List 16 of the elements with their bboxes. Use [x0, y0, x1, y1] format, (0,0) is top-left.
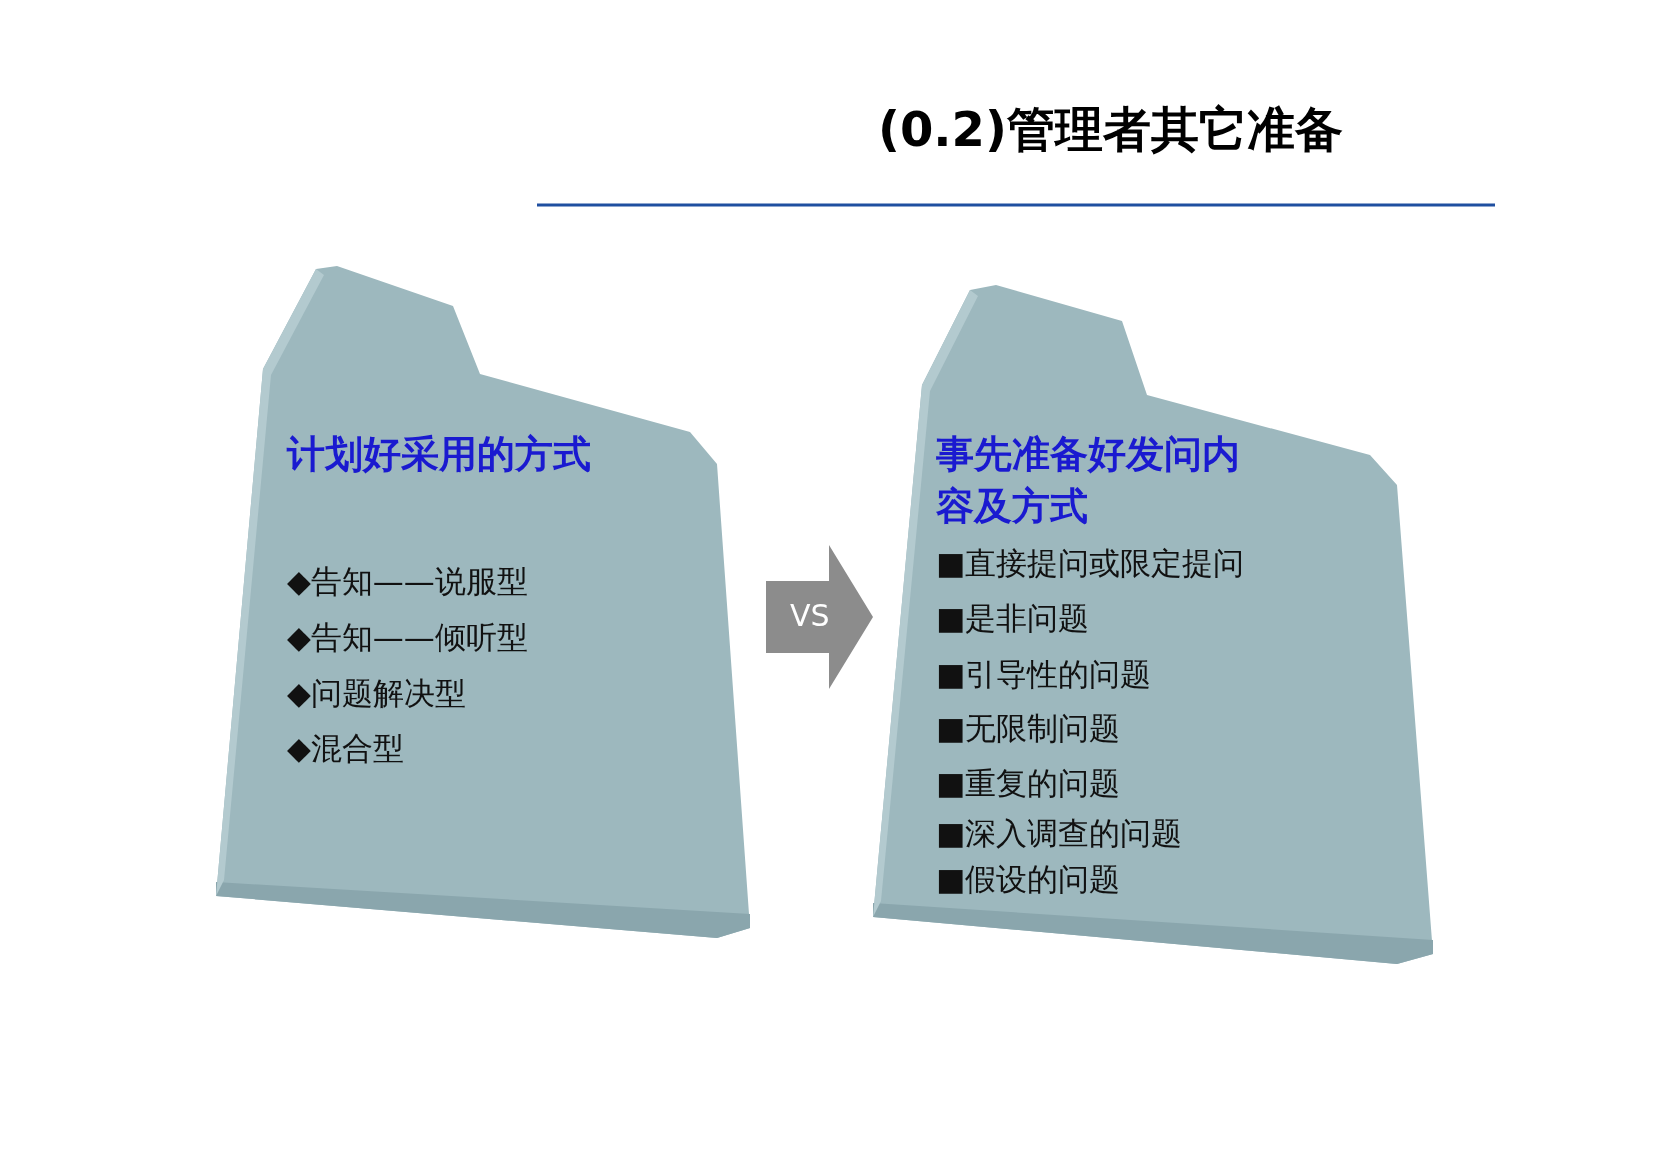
list-item: ◆告知——倾听型 — [287, 618, 528, 657]
edge-label: VS — [790, 598, 830, 634]
list-item: ■直接提问或限定提问 — [936, 544, 1245, 583]
title: (0.2)管理者其它准备 — [878, 100, 1343, 159]
heading: 事先准备好发问内容及方式 — [936, 431, 1241, 530]
list-item: ■无限制问题 — [936, 709, 1121, 748]
list-item: ◆问题解决型 — [287, 674, 466, 713]
list-item: ◆告知——说服型 — [287, 562, 528, 601]
list-item: ■重复的问题 — [936, 764, 1121, 803]
heading: 计划好采用的方式 — [287, 431, 592, 478]
list-item: ◆混合型 — [287, 729, 404, 768]
list-item: ■深入调查的问题 — [936, 814, 1183, 853]
list-item: ■假设的问题 — [936, 860, 1121, 899]
list-item: ■是非问题 — [936, 599, 1090, 638]
list-item: ■引导性的问题 — [936, 655, 1152, 694]
block-arrow — [766, 545, 873, 689]
